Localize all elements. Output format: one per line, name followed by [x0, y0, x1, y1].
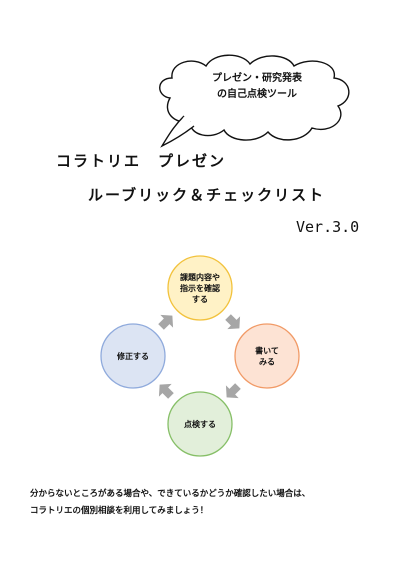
step-revise-label: 修正する [116, 351, 149, 361]
cycle-arrow-icon-1 [225, 314, 241, 330]
step-write-circle [234, 323, 300, 389]
title-line-2: ルーブリック＆チェックリスト [88, 186, 326, 204]
step-confirm-task-label: 指示を確認 [180, 283, 220, 293]
version-label: Ver.3.0 [296, 218, 360, 236]
step-write-label: 書いて [255, 346, 279, 356]
step-revise: 修正する [100, 323, 166, 389]
note-line-2: コラトリエの個別相談を利用してみましょう！ [30, 506, 209, 516]
cycle-arrow-icon-3 [158, 383, 174, 399]
step-write-label: みる [259, 358, 275, 367]
step-confirm-task-label: 課題内容や [180, 272, 220, 282]
cycle-arrow-icon-4 [158, 314, 174, 330]
step-confirm-task-circle [167, 255, 233, 321]
cycle-arrow-icon-2 [225, 383, 241, 399]
bubble-line-1: プレゼン・研究発表 [212, 73, 302, 84]
step-check-circle [167, 391, 233, 457]
step-revise-circle [100, 323, 166, 389]
thought-bubble-icon [159, 54, 350, 148]
bubble-line-2: の自己点検ツール [217, 89, 297, 100]
step-check-label: 点検する [184, 419, 216, 429]
note-line-1: 分からないところがある場合や、できているかどうか確認したい場合は、 [30, 489, 311, 499]
step-confirm-task-label: する [192, 295, 208, 304]
bubble-caption: プレゼン・研究発表 の自己点検ツール [182, 71, 332, 103]
consultation-note: 分からないところがある場合や、できているかどうか確認したい場合は、 コラトリエの… [30, 486, 375, 520]
step-check: 点検する [167, 391, 233, 457]
title-line-1: コラトリエ プレゼン [56, 152, 227, 170]
